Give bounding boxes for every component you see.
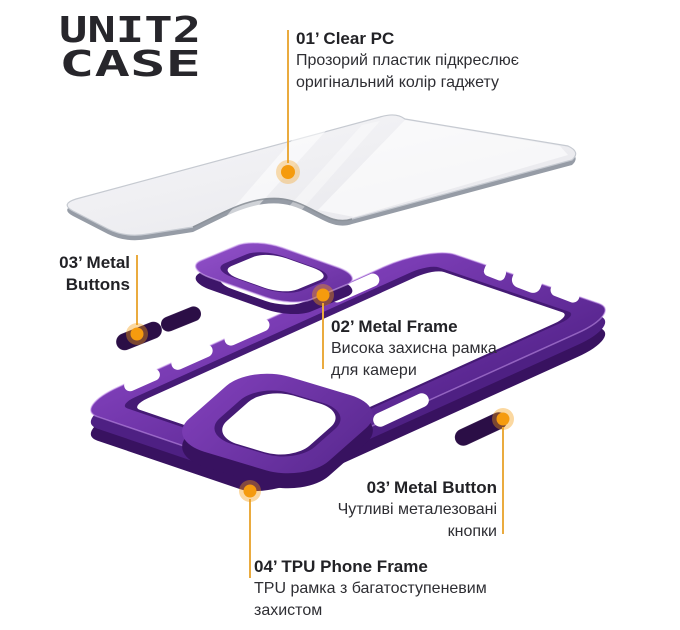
callout-metal-buttons-title2: Buttons bbox=[65, 275, 130, 294]
callout-metal-button-line1: Чутливі металезовані bbox=[337, 501, 497, 518]
marker-dot-metal-frame-icon bbox=[312, 284, 334, 306]
metal-button-volume-back bbox=[160, 305, 202, 333]
logo-line-2: CASE bbox=[59, 44, 201, 85]
marker-dot-metal-button-icon bbox=[492, 408, 514, 430]
callout-metal-button-title: 03’ Metal Button bbox=[366, 478, 497, 497]
marker-dot-tpu-frame-icon bbox=[239, 480, 261, 502]
logo-line-1: UNIT2 bbox=[59, 10, 201, 51]
callout-tpu-frame: 04’ TPU Phone Frame TPU рамка з багатост… bbox=[254, 556, 487, 622]
slot-power bbox=[373, 393, 429, 427]
case-body bbox=[72, 246, 624, 498]
frame-hole bbox=[227, 254, 324, 292]
connector-lines bbox=[136, 30, 504, 578]
panel-highlight-streak-2 bbox=[274, 121, 380, 223]
brand-logo: UNIT2 CASE bbox=[55, 8, 220, 86]
callout-metal-buttons: 03’ Metal Buttons bbox=[59, 252, 130, 296]
marker-dot-metal-buttons-icon bbox=[126, 323, 148, 345]
callout-clear-pc-line1: Прозорий пластик підкреслює bbox=[296, 52, 519, 69]
case-slot-cutouts bbox=[124, 263, 580, 427]
metal-camera-frame bbox=[183, 238, 365, 319]
slot-camera-control bbox=[511, 269, 543, 293]
callout-metal-frame-line2: для камери bbox=[331, 362, 417, 379]
callout-tpu-frame-line2: захистом bbox=[254, 602, 323, 619]
slot-mute bbox=[483, 263, 507, 281]
callout-tpu-frame-title: 04’ TPU Phone Frame bbox=[254, 557, 428, 576]
callout-metal-button-line2: кнопки bbox=[447, 523, 497, 540]
callout-clear-pc: 01’ Clear PC Прозорий пластик підкреслює… bbox=[296, 28, 519, 94]
panel-highlight-streak-wide bbox=[318, 120, 568, 217]
callout-metal-frame: 02’ Metal Frame Висока захисна рамка для… bbox=[331, 316, 497, 382]
callout-metal-button: 03’ Metal Button Чутливі металезовані кн… bbox=[338, 477, 497, 543]
slot-top-3 bbox=[550, 283, 580, 303]
callout-tpu-frame-line1: TPU рамка з багатоступеневим bbox=[254, 580, 487, 597]
callout-clear-pc-line2: оригінальний колір гаджету bbox=[296, 74, 499, 91]
frame-edge-highlight bbox=[183, 238, 365, 307]
panel-camera-notch-edge bbox=[192, 197, 353, 228]
callout-metal-buttons-title1: 03’ Metal bbox=[59, 253, 130, 272]
clear-pc-panel bbox=[66, 114, 577, 241]
surround-camera-hole bbox=[222, 393, 336, 455]
callout-clear-pc-title: 01’ Clear PC bbox=[296, 29, 395, 48]
callout-metal-frame-line1: Висока захисна рамка bbox=[331, 340, 497, 357]
slot-volume-3 bbox=[224, 318, 270, 346]
slot-volume-2 bbox=[171, 344, 213, 370]
panel-highlight-streak-1 bbox=[216, 124, 332, 228]
slot-volume-1 bbox=[124, 368, 160, 392]
marker-dots bbox=[126, 160, 514, 502]
brand-logo-graphic: UNIT2 CASE bbox=[59, 10, 201, 85]
callout-metal-frame-title: 02’ Metal Frame bbox=[331, 317, 458, 336]
camera-surround bbox=[182, 373, 373, 489]
marker-dot-clear-pc-icon bbox=[276, 160, 300, 184]
